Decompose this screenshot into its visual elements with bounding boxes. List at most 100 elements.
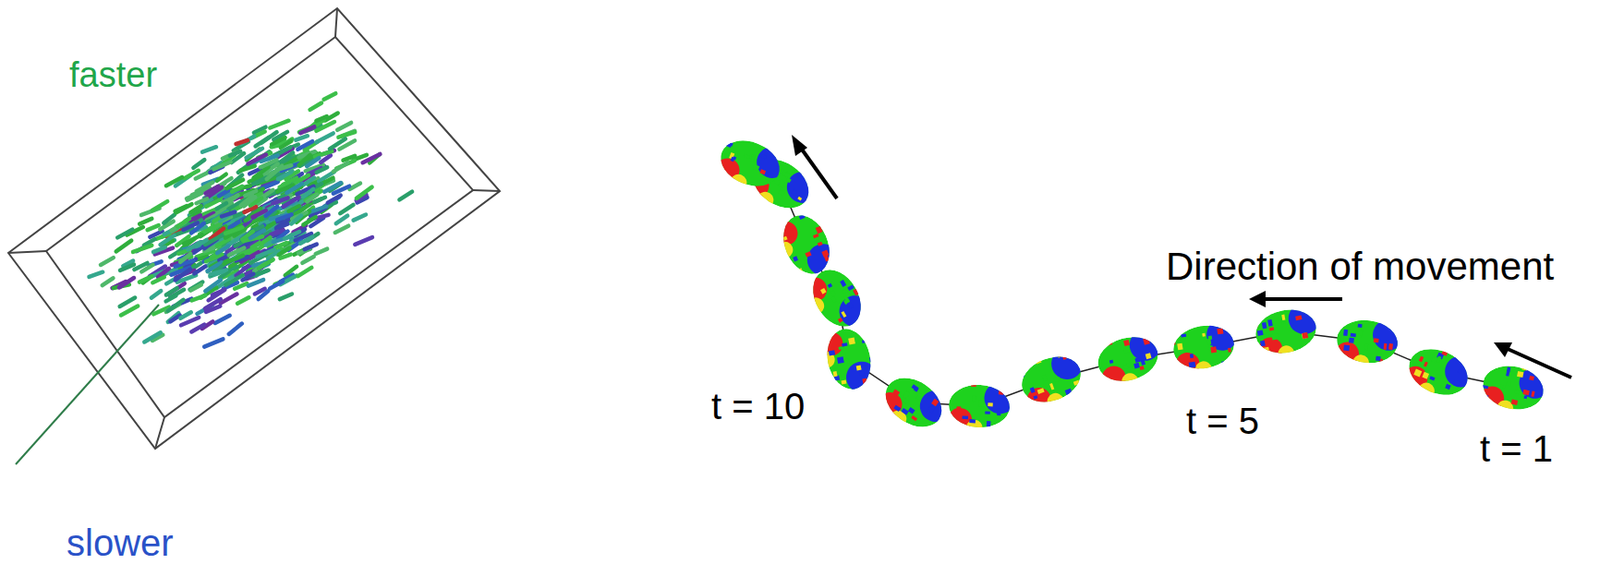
cell-body: [1169, 316, 1245, 383]
rod: [190, 282, 204, 291]
rod: [139, 218, 152, 225]
rod: [329, 138, 346, 149]
cell: [765, 205, 844, 291]
direction-arrows: [791, 134, 1572, 378]
rod: [258, 290, 269, 300]
rod: [304, 244, 317, 250]
rod: [144, 332, 161, 342]
rod: [399, 192, 413, 201]
cell-track: [710, 128, 1554, 449]
rod: [299, 124, 318, 133]
rod: [300, 126, 315, 134]
rod: [205, 279, 221, 291]
cell: [1332, 313, 1407, 377]
rod: [202, 146, 217, 153]
rod: [166, 177, 182, 186]
rod: [186, 193, 202, 199]
rod: [234, 283, 247, 290]
rod: [166, 295, 177, 302]
speed-label: faster: [69, 57, 158, 93]
rod: [300, 237, 313, 244]
rod: [269, 281, 283, 290]
rod: [184, 170, 199, 179]
rod: [151, 290, 161, 299]
rod: [335, 226, 349, 233]
rod: [153, 247, 166, 253]
rod: [237, 297, 249, 304]
cell: [738, 145, 825, 230]
rod: [337, 122, 352, 131]
rod: [190, 215, 201, 221]
rod: [315, 249, 328, 255]
rod: [206, 306, 220, 313]
time-label: t = 5: [1186, 402, 1260, 440]
rod: [121, 306, 138, 316]
direction-label: Direction of movement: [1165, 247, 1554, 287]
cell-body: [710, 128, 794, 206]
rod: [278, 248, 291, 256]
rod: [297, 141, 313, 150]
rod: [303, 217, 316, 225]
rod: [210, 224, 221, 231]
rod: [168, 300, 184, 312]
rod: [257, 250, 275, 258]
rod: [286, 183, 303, 194]
rod: [295, 135, 308, 141]
rod: [241, 166, 255, 171]
rod: [356, 187, 373, 199]
cell-body: [1332, 313, 1407, 377]
rod: [152, 201, 168, 211]
rod: [338, 132, 355, 138]
rod: [175, 260, 194, 267]
rod: [208, 290, 226, 302]
rod: [176, 204, 193, 213]
cell-body: [765, 205, 844, 291]
rod: [147, 225, 159, 231]
cell: [946, 379, 1017, 440]
rod: [229, 324, 243, 335]
rod: [102, 278, 114, 286]
rod: [255, 137, 269, 147]
rod: [314, 197, 326, 203]
rod: [242, 274, 254, 281]
rod: [191, 223, 205, 234]
rod: [163, 215, 175, 224]
time-label: t = 10: [711, 387, 805, 425]
rod: [193, 266, 206, 275]
rod: [284, 231, 300, 240]
cell: [1250, 300, 1328, 368]
rod: [217, 245, 229, 254]
rod: [327, 195, 341, 204]
rod: [282, 178, 297, 185]
rod: [195, 240, 207, 247]
rod: [299, 155, 311, 166]
rod: [139, 276, 152, 282]
rod: [244, 191, 256, 196]
rod: [315, 151, 332, 158]
rod: [279, 294, 292, 301]
rod: [290, 216, 302, 225]
rod: [169, 315, 180, 323]
rod: [175, 269, 191, 281]
rod: [192, 295, 206, 301]
cell-body: [1091, 326, 1171, 397]
rod: [205, 186, 219, 194]
rod: [303, 189, 314, 198]
cell-body: [738, 145, 825, 230]
cell: [1476, 357, 1553, 426]
rod: [120, 265, 134, 271]
rod: [248, 155, 267, 165]
cell-body: [946, 379, 1017, 440]
rod: [180, 254, 191, 263]
rod: [310, 103, 322, 110]
cell: [1169, 316, 1245, 383]
rod: [215, 315, 231, 324]
rod: [298, 267, 313, 277]
rod: [141, 265, 153, 273]
rod: [193, 159, 205, 169]
rod: [226, 194, 238, 203]
rod: [119, 278, 134, 289]
simulation-box: [8, 8, 500, 449]
rod: [180, 312, 191, 319]
rod: [266, 206, 279, 217]
